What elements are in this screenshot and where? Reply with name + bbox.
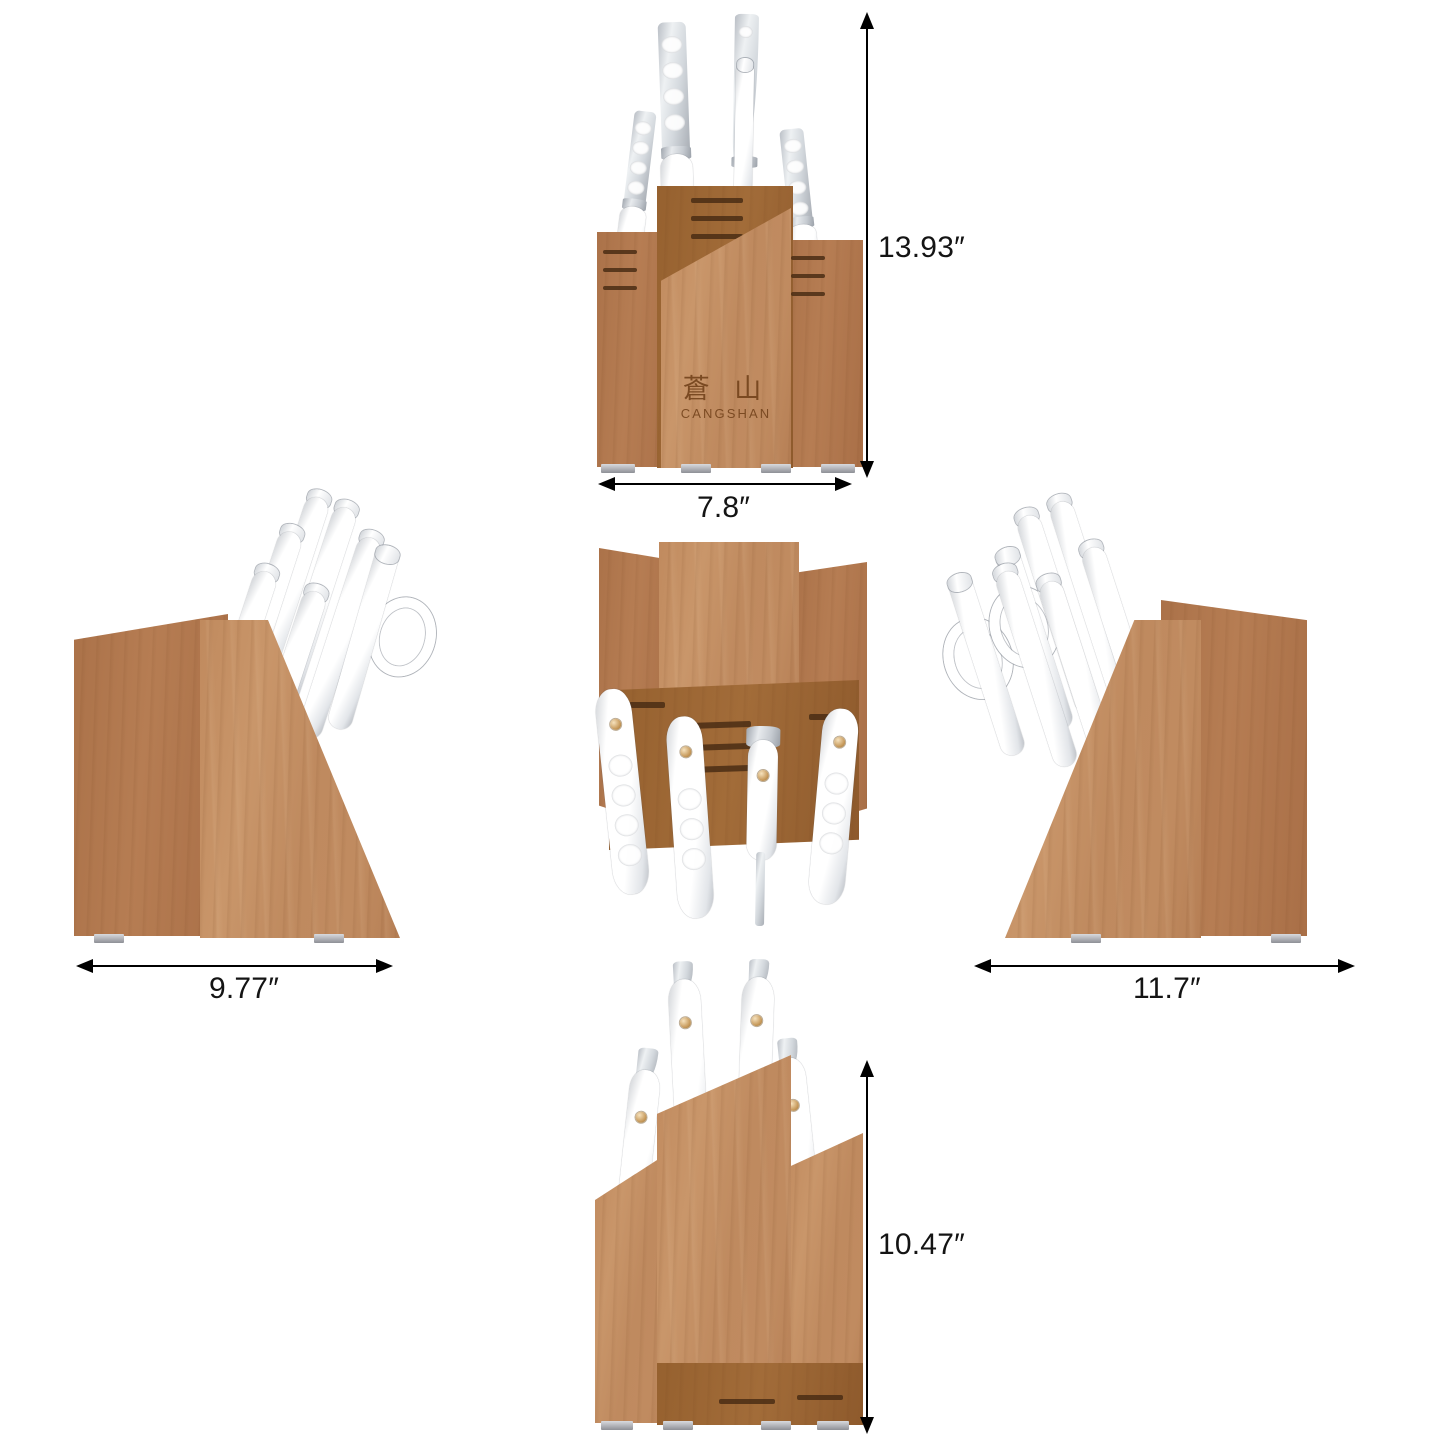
- dimension-label-height-back: 10.47″: [878, 1228, 965, 1261]
- arrow-head-up: [860, 12, 874, 29]
- arrow-head-right: [835, 477, 852, 491]
- right-side-view: [933, 470, 1315, 950]
- block-front-panel: 蒼 山 CANGSHAN: [661, 208, 791, 468]
- top-view: [593, 540, 875, 930]
- base-vent-slot: [797, 1395, 843, 1400]
- dimension-label-height-front: 13.93″: [878, 231, 965, 264]
- knife-slot: [603, 250, 637, 254]
- block-foot: [761, 1421, 791, 1430]
- handle-end-cap: [737, 57, 754, 73]
- brand-logo-latin: CANGSHAN: [680, 406, 772, 421]
- back-view: [585, 955, 875, 1440]
- knife-slot: [603, 286, 637, 290]
- knife-slot: [691, 198, 743, 203]
- arrow-head-left: [76, 959, 93, 973]
- block-foot: [1271, 934, 1301, 943]
- block-foot: [681, 464, 711, 473]
- arrow-head-down: [860, 1417, 874, 1434]
- arrow-head-up: [860, 1060, 874, 1077]
- back-center-panel: [657, 1055, 791, 1423]
- knife-slot: [691, 234, 743, 239]
- block-foot: [94, 934, 124, 943]
- arrow-head-right: [376, 959, 393, 973]
- arrow-head-left: [598, 477, 615, 491]
- dimension-label-depth-left: 9.77″: [209, 972, 280, 1005]
- knife-slot: [603, 268, 637, 272]
- left-side-view: [70, 470, 446, 950]
- block-foot: [761, 464, 791, 473]
- knife-slot: [629, 702, 665, 708]
- front-view: 蒼 山 CANGSHAN: [585, 0, 875, 500]
- block-foot: [314, 934, 344, 943]
- block-foot: [821, 464, 855, 473]
- arrow-head-left: [974, 959, 991, 973]
- dimension-label-depth-right: 11.7″: [1133, 972, 1201, 1005]
- arrow-head-down: [860, 461, 874, 478]
- knife-slot: [791, 292, 825, 296]
- dimension-label-width-front: 7.8″: [697, 491, 751, 524]
- knife-slot: [691, 216, 743, 221]
- brand-logo: 蒼 山 CANGSHAN: [661, 376, 791, 421]
- block-foot: [817, 1421, 849, 1430]
- base-vent-slot: [719, 1399, 775, 1404]
- block-foot: [1071, 934, 1101, 943]
- back-base-rail: [657, 1363, 863, 1425]
- knife-top-3-sharpening-steel: [743, 725, 781, 927]
- block-foot: [663, 1421, 693, 1430]
- block-foot: [601, 1421, 633, 1430]
- knife-slot: [791, 256, 825, 260]
- arrow-head-right: [1338, 959, 1355, 973]
- knife-slot: [791, 274, 825, 278]
- steel-rod: [755, 851, 766, 927]
- handle: [746, 739, 779, 861]
- block-foot: [601, 464, 635, 473]
- brand-logo-cjk: 蒼 山: [682, 374, 770, 405]
- top-view-top-face: [659, 542, 799, 712]
